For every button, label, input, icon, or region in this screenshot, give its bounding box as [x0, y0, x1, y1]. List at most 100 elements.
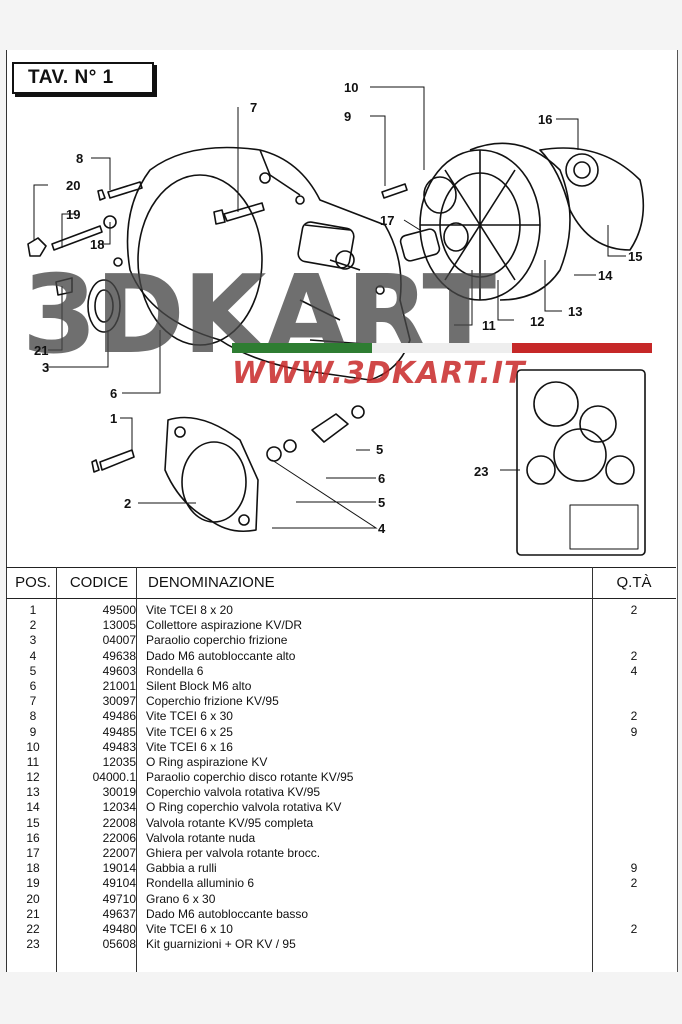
callout-23: 23 [474, 464, 489, 479]
row-pos: 6 [29, 678, 37, 693]
screw-8 [213, 202, 265, 225]
watermark-url: WWW.3DKART.IT [232, 356, 526, 391]
header-qty: Q.TÀ [616, 574, 652, 591]
callout-21: 20 [66, 178, 81, 193]
parts-table: POS. CODICE DENOMINAZIONE Q.TÀ [6, 567, 676, 973]
row-qty: 2 [630, 921, 638, 936]
nut-21 [27, 237, 47, 257]
row-pos: 5 [29, 663, 37, 678]
row-qty: 2 [630, 648, 638, 663]
row-qty: 2 [630, 603, 638, 617]
clutch-cover [126, 146, 411, 381]
header-pos: POS. [15, 574, 51, 591]
callout-5-bottom: 5 [378, 495, 386, 510]
row-pos: 15 [26, 815, 40, 830]
callout-8: 7 [250, 100, 258, 115]
callout-11: 10 [344, 80, 359, 95]
row-pos: 17 [26, 846, 40, 860]
callout-16: 15 [628, 249, 643, 264]
row-description: O Ring aspirazione KV [146, 754, 268, 769]
row-code: 30019 [102, 785, 136, 800]
row-code: 49486 [102, 709, 136, 724]
row-code: 49104 [102, 876, 136, 891]
screw-22 [55, 277, 73, 296]
grub-20 [51, 225, 103, 251]
row-pos: 4 [29, 648, 37, 663]
callout-7: 6 [110, 386, 118, 401]
row-pos: 22 [26, 921, 40, 936]
row-code: 13005 [102, 618, 136, 633]
row-code: 49603 [102, 663, 136, 678]
roller-cage [399, 228, 441, 262]
callout-15: 14 [598, 268, 613, 283]
row-description: Vite TCEI 6 x 16 [146, 739, 233, 754]
row-pos: 8 [29, 709, 37, 724]
row-description: Vite TCEI 6 x 25 [146, 724, 233, 739]
row-pos: 18 [26, 861, 40, 876]
row-description: Coperchio frizione KV/95 [146, 694, 279, 709]
cover-bore [137, 174, 263, 346]
oil-seal-3 [87, 279, 121, 333]
row-description: Paraolio coperchio frizione [146, 633, 288, 648]
row-pos: 2 [29, 618, 37, 633]
callout-18: 17 [380, 213, 395, 228]
screw-9 [97, 181, 143, 201]
row-code: 49500 [102, 603, 136, 617]
row-description: Dado M6 autobloccante alto [146, 648, 296, 663]
row-description: Gabbia a rulli [146, 861, 217, 876]
callout-17: 16 [538, 112, 553, 127]
rotary-valve-disc [539, 147, 645, 251]
screw-1 [91, 449, 135, 473]
intake-manifold [164, 416, 259, 533]
row-description: Dado M6 autobloccante basso [146, 906, 309, 921]
row-code: 21001 [102, 678, 136, 693]
callout-14: 13 [568, 304, 583, 319]
table-row: 17 22007 Ghiera per valvola rotante brocc. [6, 846, 676, 861]
row-pos: 7 [29, 694, 37, 709]
row-code: 04000.1 [92, 770, 136, 785]
row-code: 22007 [102, 846, 136, 860]
row-code: 49710 [102, 891, 136, 906]
page-title: TAV. N° 1 [12, 62, 154, 94]
row-description: Kit guarnizioni + OR KV / 95 [146, 937, 296, 952]
row-description: Vite TCEI 8 x 20 [146, 603, 233, 617]
callout-4: 4 [378, 521, 386, 536]
row-pos: 20 [26, 891, 40, 906]
row-description: Paraolio coperchio disco rotante KV/95 [146, 770, 354, 785]
row-pos: 14 [26, 800, 40, 815]
row-pos: 19 [26, 876, 40, 891]
row-description: Ghiera per valvola rotante brocc. [146, 846, 321, 860]
row-description: Valvola rotante KV/95 completa [146, 815, 314, 830]
row-code: 49485 [102, 724, 136, 739]
row-code: 05608 [102, 937, 136, 952]
row-pos: 21 [26, 906, 40, 921]
callout-13: 12 [530, 314, 545, 329]
row-code: 12035 [102, 754, 136, 769]
watermark-logo: 3DKART [22, 253, 496, 378]
row-pos: 16 [26, 830, 40, 845]
row-qty: 2 [630, 709, 638, 724]
silent-block [311, 413, 349, 443]
callout-1: 1 [110, 411, 118, 426]
row-pos: 13 [26, 785, 40, 800]
row-qty: 2 [630, 876, 638, 891]
catalog-sheet [6, 50, 678, 972]
row-qty: 9 [630, 861, 638, 876]
exploded-diagram [27, 86, 646, 556]
